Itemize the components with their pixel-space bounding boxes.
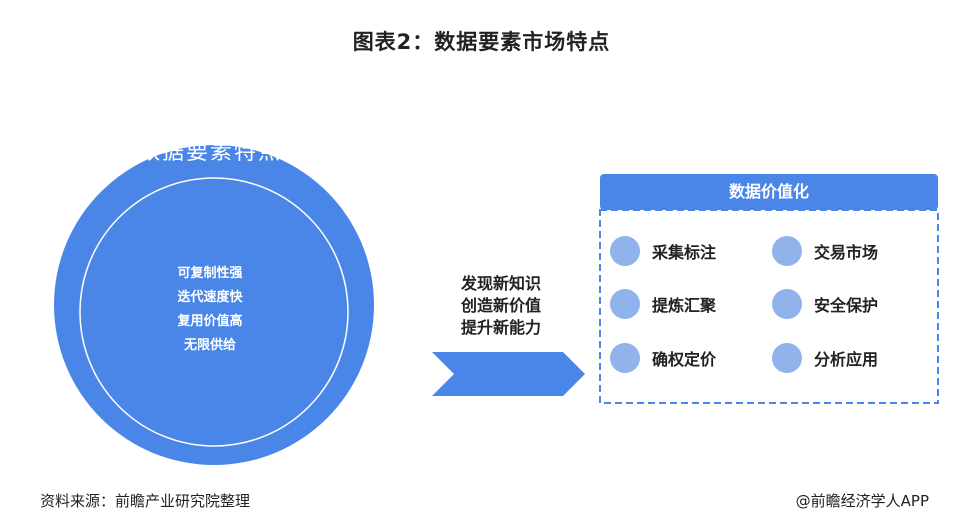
credit-note: @前瞻经济学人APP bbox=[795, 492, 929, 510]
figure-title: 图表2：数据要素市场特点 bbox=[352, 30, 611, 54]
bullet-dot-icon bbox=[610, 343, 640, 373]
bullet-dot-icon bbox=[772, 343, 802, 373]
feature-item: 无限供给 bbox=[183, 338, 236, 353]
panel-item-label: 采集标注 bbox=[652, 243, 717, 262]
feature-item: 可复制性强 bbox=[177, 266, 243, 281]
bullet-dot-icon bbox=[610, 236, 640, 266]
panel-dashed-border bbox=[599, 209, 939, 404]
features-outer-circle bbox=[54, 145, 374, 465]
arrow-caption-line: 发现新知识 bbox=[460, 274, 541, 293]
panel-item-label: 安全保护 bbox=[814, 296, 879, 315]
bullet-dot-icon bbox=[610, 289, 640, 319]
features-list: 可复制性强 迭代速度快 复用价值高 无限供给 bbox=[160, 262, 260, 358]
panel-item-label: 提炼汇聚 bbox=[652, 296, 717, 315]
panel-item-security: 安全保护 bbox=[772, 289, 878, 319]
panel-item-rights-pricing: 确权定价 bbox=[610, 343, 716, 373]
feature-item: 复用价值高 bbox=[177, 314, 243, 329]
panel-item-label: 分析应用 bbox=[814, 350, 879, 369]
arrow-caption: 发现新知识 创造新价值 提升新能力 bbox=[436, 273, 566, 339]
source-note: 资料来源：前瞻产业研究院整理 bbox=[40, 492, 251, 510]
panel-header bbox=[600, 174, 938, 210]
panel-item-refine-aggregate: 提炼汇聚 bbox=[610, 289, 716, 319]
bullet-dot-icon bbox=[772, 236, 802, 266]
features-circle-title: 数据要素特点 bbox=[137, 140, 282, 165]
arrow-caption-line: 创造新价值 bbox=[460, 296, 541, 315]
features-inner-circle bbox=[79, 177, 349, 447]
chevron-arrow bbox=[432, 352, 585, 396]
bullet-dot-icon bbox=[772, 289, 802, 319]
panel-item-label: 交易市场 bbox=[814, 243, 879, 262]
panel-title: 数据价值化 bbox=[728, 182, 809, 201]
panel-item-analysis: 分析应用 bbox=[772, 343, 878, 373]
panel-item-label: 确权定价 bbox=[652, 350, 717, 369]
panel-item-trade-market: 交易市场 bbox=[772, 236, 878, 266]
panel-item-collect-label: 采集标注 bbox=[610, 236, 716, 266]
arrow-caption-line: 提升新能力 bbox=[460, 318, 541, 337]
feature-item: 迭代速度快 bbox=[177, 290, 243, 305]
